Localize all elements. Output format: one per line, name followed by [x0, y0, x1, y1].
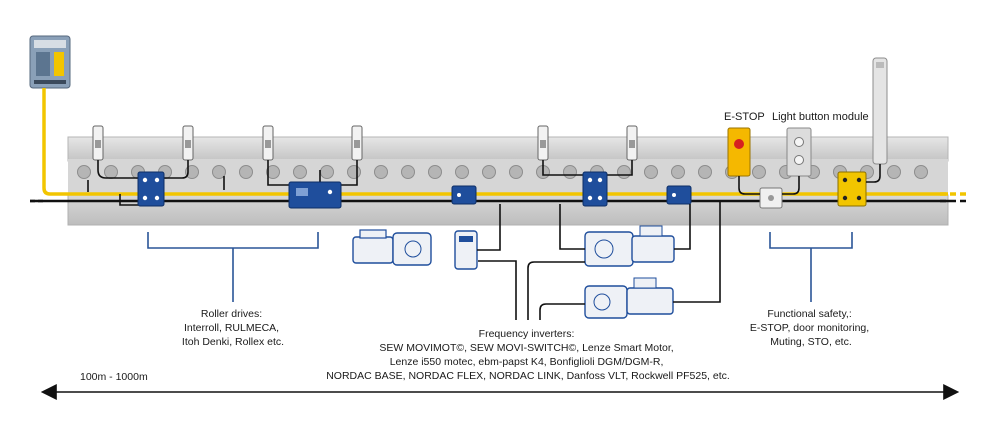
roller [320, 165, 334, 179]
bus-cable [42, 88, 948, 196]
photo-sensor [262, 125, 274, 161]
light-button-module [782, 127, 812, 195]
roller [212, 165, 226, 179]
roller [374, 165, 388, 179]
roller [104, 165, 118, 179]
controller-device [29, 35, 71, 89]
sensor-cables [87, 160, 633, 206]
inverter-wires [478, 260, 585, 320]
frequency-inverters-caption: Frequency inverters: SEW MOVIMOT©, SEW M… [326, 328, 730, 382]
geared-motor-2 [584, 201, 721, 319]
frequency-inverter-unit [454, 204, 501, 270]
photo-sensor [626, 125, 638, 161]
geared-motor-1 [559, 204, 691, 267]
roller [293, 165, 307, 179]
roller [347, 165, 361, 179]
functional-safety-caption: Functional safety,: E-STOP, door monitor… [750, 308, 872, 348]
roller [239, 165, 253, 179]
photo-sensor [92, 125, 104, 161]
light-curtain-post [866, 57, 888, 183]
io-module-1 [137, 171, 165, 207]
roller [401, 165, 415, 179]
roller [671, 165, 685, 179]
io-module-3 [582, 171, 608, 207]
roller [887, 165, 901, 179]
roller-drives-caption: Roller drives: Interroll, RULMECA, Itoh … [182, 308, 284, 348]
roller [77, 165, 91, 179]
photo-sensor [537, 125, 549, 161]
estop-device [727, 127, 760, 195]
roller [509, 165, 523, 179]
roller [455, 165, 469, 179]
roller [482, 165, 496, 179]
safety-io-module [837, 171, 867, 207]
photo-sensor [182, 125, 194, 161]
roller [698, 165, 712, 179]
roller [266, 165, 280, 179]
roller [644, 165, 658, 179]
motor-with-inverter-1 [352, 229, 432, 266]
io-module-2 [451, 185, 477, 205]
roller [563, 165, 577, 179]
roller [428, 165, 442, 179]
estop-label: E-STOP [724, 111, 765, 123]
light-button-module-label: Light button module [772, 111, 869, 123]
sensor-row [92, 125, 638, 161]
conveyor-frame [67, 136, 949, 226]
roller [914, 165, 928, 179]
photo-sensor [351, 125, 363, 161]
roller [617, 165, 631, 179]
distance-label: 100m - 1000m [80, 371, 148, 383]
roller-drive-controller [288, 181, 342, 209]
io-module-4 [666, 185, 692, 205]
roller [752, 165, 766, 179]
safety-module [759, 187, 783, 209]
functional-safety-bracket [769, 232, 853, 302]
roller-drives-bracket [147, 232, 319, 302]
